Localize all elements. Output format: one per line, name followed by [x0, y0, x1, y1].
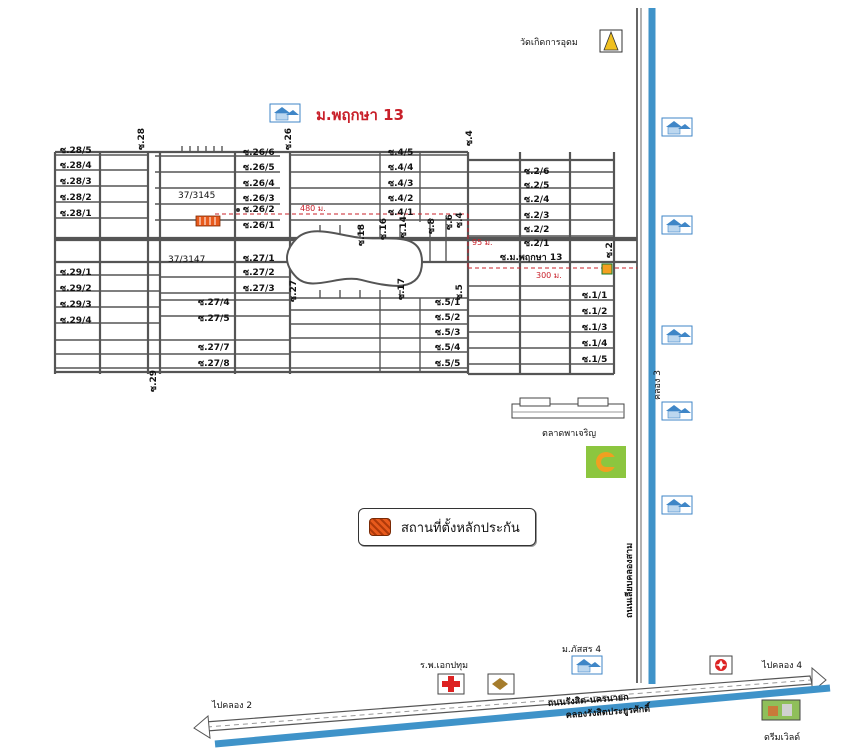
village-house-icon: [661, 215, 693, 235]
distance-300: 300 ม.: [536, 271, 562, 280]
hospital-label: ร.พ.เอกปทุม: [420, 661, 468, 671]
soi-label: ซ.28/4: [60, 161, 92, 171]
soi-label: ซ.4/2: [388, 194, 413, 204]
hospital-cross-icon: [437, 673, 465, 695]
vertical-soi-label: ซ.27: [289, 280, 299, 302]
soi-label: ซ.26/4: [243, 179, 275, 189]
store-icon: [601, 263, 613, 275]
soi-label: ซ.5/3: [435, 328, 460, 338]
soi-label: ซ.29/3: [60, 300, 92, 310]
legend: สถานที่ตั้งหลักประกัน: [358, 508, 536, 546]
collateral-marker: [195, 215, 221, 227]
soi-label: ซ.4/5: [388, 148, 413, 158]
soi-label: ซ.27/4: [198, 298, 230, 308]
soi-label: ซ.29/1: [60, 268, 92, 278]
plot-37-3147: 37/3147: [168, 255, 205, 265]
soi-label: ซ.1/5: [582, 355, 607, 365]
soi-label: ซ.4/4: [388, 163, 413, 173]
dreamworld-label: ดรีมเวิลด์: [764, 731, 800, 743]
vertical-soi-label: ซ.4: [455, 212, 465, 228]
soi-label: ซ.5/5: [435, 359, 460, 369]
soi-label: ซ.26/5: [243, 163, 275, 173]
vertical-soi-label: ซ.17: [397, 278, 407, 300]
vertical-soi-label: ซ.26: [284, 128, 294, 150]
soi-label: ซ.27/7: [198, 343, 230, 353]
big-c-logo: [586, 446, 626, 478]
soi-label: ซ.5/2: [435, 313, 460, 323]
plot-37-3145: 37/3145: [178, 191, 215, 201]
soi-label: ซ.29/4: [60, 316, 92, 326]
soi-label: ซ.29/2: [60, 284, 92, 294]
soi-label: ซ.28/2: [60, 193, 92, 203]
soi-label: ซ.1/1: [582, 291, 607, 301]
distance-95: 95 ม.: [472, 238, 493, 247]
soi-label: ซ.28/3: [60, 177, 92, 187]
soi-label: ซ.26/1: [243, 221, 275, 231]
dreamworld-icon: [761, 699, 801, 721]
soi-label: ซ.27/8: [198, 359, 230, 369]
soi-label: ซ.26/2: [243, 205, 275, 215]
collateral-swatch: [369, 518, 391, 536]
market-label: ตลาดพาเจริญ: [542, 428, 596, 439]
soi-label: ซ.28/1: [60, 209, 92, 219]
soi-label: ซ.5/4: [435, 343, 460, 353]
soi-label: ซ.2/1: [524, 239, 549, 249]
soi-label: ซ.1/4: [582, 339, 607, 349]
soi-label: ซ.4/3: [388, 179, 413, 189]
village-house-icon: [661, 117, 693, 137]
legend-label: สถานที่ตั้งหลักประกัน: [401, 520, 520, 536]
soi-label: ซ.26/6: [243, 148, 275, 158]
temple-icon: [599, 29, 623, 53]
soi-label: ซ.1/2: [582, 307, 607, 317]
soi-label: ซ.27/1: [243, 254, 275, 264]
soi-label: ซ.1/3: [582, 323, 607, 333]
vertical-soi-label: ซ.18: [357, 224, 367, 246]
soi-label: ซ.2/5: [524, 181, 549, 191]
soi-label: ซ.2/2: [524, 225, 549, 235]
village-road-grid: [53, 146, 637, 376]
soi-label: ซ.4/1: [388, 208, 413, 218]
vertical-soi-label: ซ.16: [379, 218, 389, 240]
village-house-icon: [661, 495, 693, 515]
market-building-icon: [511, 397, 625, 419]
vertical-soi-label: ซ.28: [137, 128, 147, 150]
vertical-soi-label: ซ.5: [455, 284, 465, 300]
village-house-icon: [571, 655, 603, 675]
school-icon: [487, 673, 515, 695]
soi-label: ซ.27/3: [243, 284, 275, 294]
soi-label: ซ.2/3: [524, 211, 549, 221]
vertical-soi-label: ซ.29: [149, 370, 159, 392]
soi-label: ซ.5/1: [435, 298, 460, 308]
gas-station-icon: [709, 655, 733, 675]
soi-label: ซ.26/3: [243, 194, 275, 204]
vertical-soi-label: ซ.2: [605, 242, 615, 258]
to-klong-2-label: ไปคลอง 2: [211, 700, 252, 711]
village-house-icon: [661, 325, 693, 345]
rangsit-prayurasak-canal: [214, 684, 831, 748]
to-klong-4-label: ไปคลอง 4: [761, 660, 802, 671]
village-bottom-label: ม.ภัสสร 4: [562, 645, 601, 655]
vertical-soi-label: ซ.4: [465, 130, 475, 146]
village-house-icon: [269, 103, 301, 123]
khlong-3-label: คลอง 3: [653, 370, 663, 400]
soi-label: ซ.27/2: [243, 268, 275, 278]
vertical-soi-label: ซ.8: [427, 218, 437, 234]
main-soi-label: ซ.ม.พฤกษา 13: [500, 253, 562, 263]
village-title: ม.พฤกษา 13: [316, 106, 404, 124]
village-house-icon: [661, 401, 693, 421]
distance-480: 480 ม.: [300, 204, 326, 213]
soi-label: ซ.27/5: [198, 314, 230, 324]
soi-label: ซ.2/4: [524, 195, 549, 205]
vertical-soi-label: ซ.6: [445, 214, 455, 230]
soi-label: ซ.28/5: [60, 146, 92, 156]
soi-label: ซ.2/6: [524, 167, 549, 177]
temple-label: วัดเกิดการอุดม: [520, 37, 578, 48]
vertical-soi-label: ซ.14: [399, 216, 409, 238]
khlong-sam-road-label: ถนนเลียบคลองสาม: [624, 543, 635, 618]
